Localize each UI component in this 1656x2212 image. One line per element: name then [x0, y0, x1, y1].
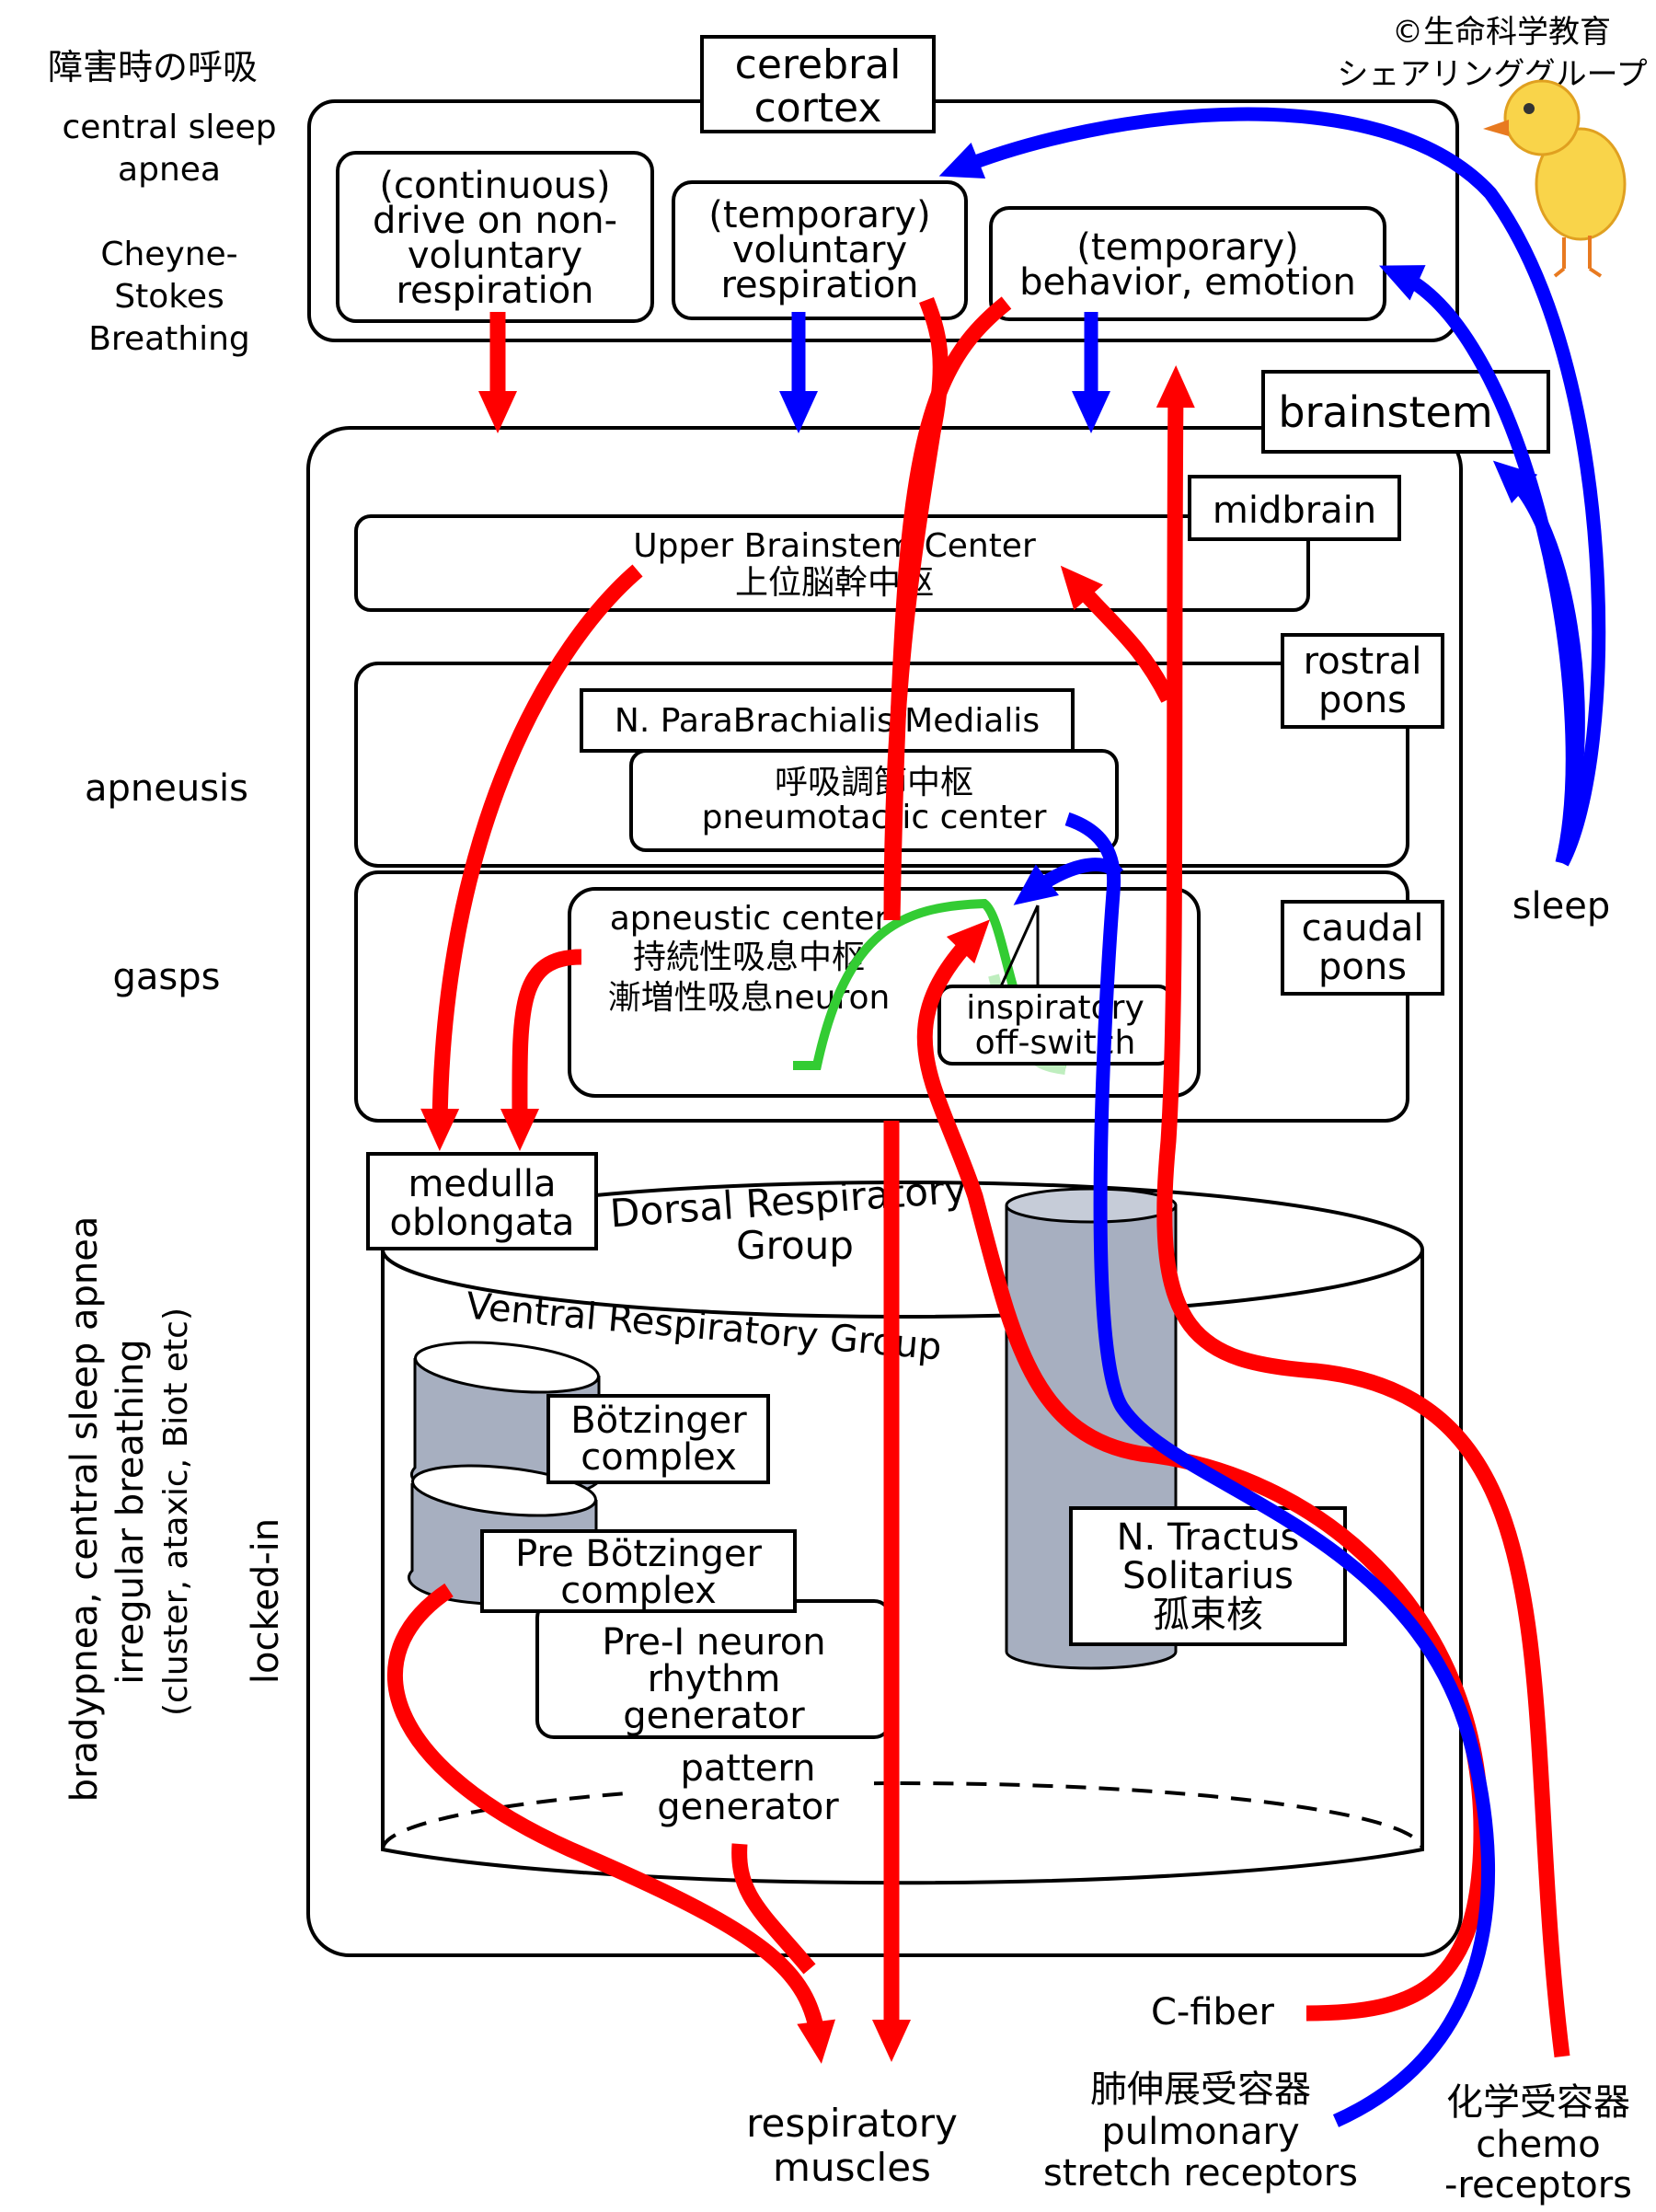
continuous-drive-line1: (continuous) [379, 165, 610, 207]
prebot-to-muscles-arrow [386, 1583, 835, 2064]
behavior-emotion-line2: behavior, emotion [1019, 261, 1356, 304]
midbrain-label: midbrain [1213, 490, 1376, 532]
continuous-drive-line3: voluntary [408, 235, 582, 277]
pattern-line1: pattern [681, 1747, 816, 1790]
brainstem-title: brainstem [1278, 387, 1492, 437]
upper-center-to-medulla-arrow [420, 564, 643, 1151]
pneumotactic-line2: pneumotactic center [702, 799, 1047, 836]
chemoreceptors-line3: -receptors [1444, 2164, 1632, 2206]
stretch-receptors-line1: 肺伸展受容器 [1090, 2068, 1311, 2111]
rostral-pons-box [1281, 633, 1444, 729]
pre-i-line1: Pre-I neuron [602, 1621, 825, 1664]
apneusis-label: apneusis [85, 767, 248, 810]
medulla-line2: oblongata [390, 1202, 575, 1244]
pre-botzinger-line2: complex [560, 1570, 717, 1612]
nts-line1: N. Tractus [1117, 1516, 1300, 1559]
copyright-line2: シェアリンググループ [1337, 56, 1647, 93]
botzinger-line2: complex [581, 1436, 737, 1479]
drg-line2: Group [736, 1223, 854, 1268]
chemoreceptor-to-cortex-arrow [1156, 365, 1570, 2058]
pre-botzinger-box [480, 1529, 797, 1613]
botzinger-cylinder-top [414, 1341, 600, 1394]
stretch-receptor-to-off-switch-arrow [1013, 858, 1123, 905]
sleep-to-voluntary-arrow [938, 107, 1606, 867]
irregular-breathing-vertical-label: irregular breathing [109, 1339, 152, 1685]
c-fiber-label: C-fiber [1151, 1991, 1275, 2033]
caudal-pons-line1: caudal [1302, 907, 1424, 950]
medulla-cylinder-back-edge [381, 1781, 1424, 1850]
locked-in-vertical-label: locked-in [245, 1518, 287, 1684]
voluntary-respiration-line1: (temporary) [708, 194, 930, 236]
off-switch-line1: inspiratory [966, 989, 1144, 1027]
behavior-tract [884, 296, 1012, 921]
nts-line2: Solitarius [1122, 1555, 1294, 1597]
cerebral-cortex-title-line1: cerebral [735, 41, 902, 88]
continuous-drive-line4: respiration [396, 270, 593, 312]
behavior-emotion-box [989, 206, 1386, 321]
bradypnea-vertical-label: bradypnea, central sleep apnea [63, 1216, 106, 1803]
cerebral-cortex-title-box [700, 35, 936, 133]
medulla-oblongata-box [366, 1152, 598, 1250]
central-sleep-apnea-line1: central sleep [62, 109, 276, 146]
pattern-to-muscles [731, 1843, 816, 1975]
nts-column-top [1005, 1187, 1178, 1224]
copyright-line1: ©生命科学教育 [1392, 14, 1611, 51]
cluster-ataxic-vertical-label: (cluster, ataxic, Biot etc) [157, 1308, 195, 1716]
chemoreceptors-line1: 化学受容器 [1446, 2081, 1630, 2124]
stretch-receptors-line3: stretch receptors [1043, 2152, 1358, 2195]
impaired-breathing-heading: 障害時の呼吸 [48, 47, 258, 87]
sleep-to-brainstem-arrow [1492, 460, 1585, 865]
caudal-pons-line2: pons [1318, 946, 1407, 988]
pattern-generator-backdrop [626, 1744, 874, 1836]
botzinger-box [546, 1394, 770, 1484]
apneustic-line2: 持続性吸息中枢 [633, 939, 865, 976]
chick-mascot [1483, 79, 1627, 278]
apneustic-to-medulla-arrow [500, 949, 582, 1151]
parabrachialis-label: N. ParaBrachialis Medialis [615, 702, 1040, 740]
medulla-line1: medulla [408, 1163, 556, 1205]
off-switch-pointer [999, 904, 1040, 987]
upper-center-line1: Upper Brainstem Center [633, 527, 1036, 565]
midbrain-box [1188, 475, 1401, 541]
parabrachialis-box [580, 688, 1075, 753]
cerebral-cortex-title-line2: cortex [754, 85, 882, 132]
continuous-drive-line2: drive on non- [373, 200, 617, 242]
stretch-receptors-line2: pulmonary [1101, 2111, 1299, 2153]
cheyne-stokes-line2: Stokes [114, 278, 224, 316]
apneustic-line1: apneustic center [610, 900, 889, 938]
behavior-emotion-line1: (temporary) [1076, 226, 1298, 269]
nts-line3: 孤束核 [1153, 1594, 1263, 1636]
voluntary-respiration-box [672, 180, 968, 320]
respiratory-muscles-line1: respiratory [746, 2101, 958, 2146]
central-sleep-apnea-line2: apnea [118, 151, 221, 189]
chemoreceptor-to-upper-center-arrow [1060, 565, 1176, 703]
rostral-pons-line1: rostral [1304, 640, 1422, 683]
rostral-pons-line2: pons [1318, 679, 1407, 721]
pre-i-line3: generator [623, 1695, 805, 1737]
voluntary-respiration-line3: respiration [720, 264, 918, 306]
voluntary-respiration-line2: voluntary [732, 229, 907, 271]
respiratory-muscles-line2: muscles [773, 2145, 931, 2190]
gasps-label: gasps [113, 956, 221, 998]
pre-i-line2: rhythm [648, 1658, 781, 1700]
botzinger-line1: Bötzinger [570, 1400, 747, 1442]
pneumotactic-line1: 呼吸調節中枢 [775, 764, 973, 801]
cheyne-stokes-line3: Breathing [88, 320, 250, 358]
pneumotactic-center-box [629, 749, 1119, 852]
pattern-line2: generator [657, 1786, 839, 1828]
chemoreceptors-line2: chemo [1476, 2124, 1600, 2166]
stretch-receptor-tract [1064, 812, 1495, 2127]
caudal-pons-box [1281, 900, 1444, 996]
cheyne-stokes-line1: Cheyne- [100, 236, 237, 273]
pre-botzinger-line1: Pre Bötzinger [515, 1533, 762, 1575]
sleep-label: sleep [1512, 885, 1611, 927]
